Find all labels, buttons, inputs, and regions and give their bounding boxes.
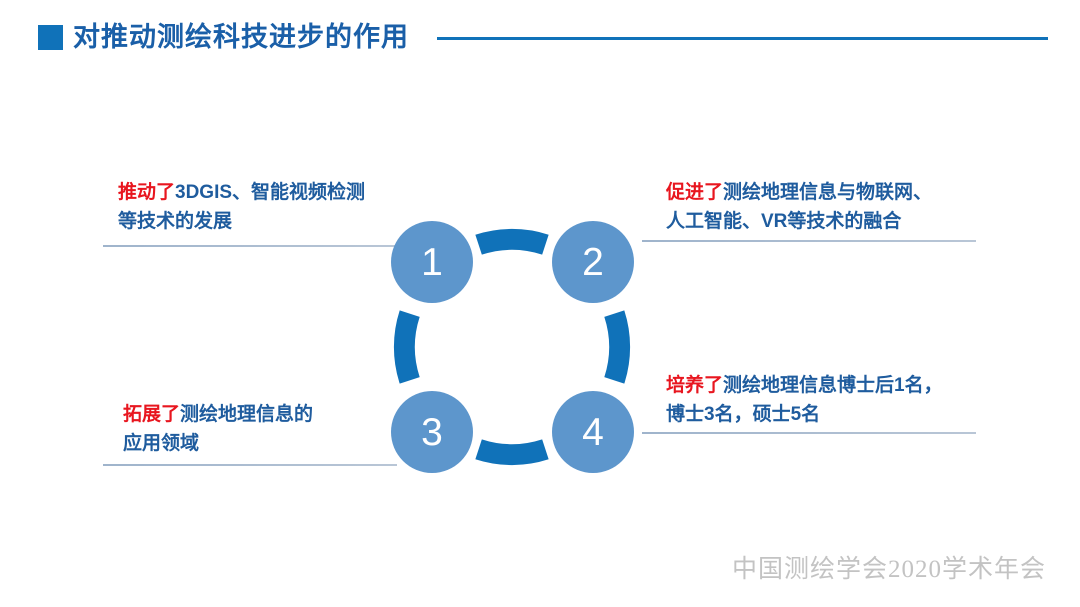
callout-2-line-1: 促进了测绘地理信息与物联网、 (666, 178, 932, 207)
callout-text-3: 拓展了测绘地理信息的 应用领域 (123, 400, 313, 458)
footer-conference-label: 中国测绘学会2020学术年会 (731, 556, 1046, 583)
cycle-ring-diagram: 1 2 3 4 (372, 207, 652, 487)
callout-4-rest: 测绘地理信息博士后1名， (723, 375, 943, 396)
callout-2-rest: 测绘地理信息与物联网、 (723, 182, 933, 203)
callout-4-line-1: 培养了测绘地理信息博士后1名， (666, 371, 943, 400)
callout-3-underline (103, 464, 397, 466)
callout-1-underline (103, 245, 397, 247)
arc-left (393, 310, 420, 384)
callout-3-line-1: 拓展了测绘地理信息的 (123, 400, 313, 429)
header-divider-line (437, 37, 1048, 40)
ring-node-4[interactable]: 4 (552, 391, 634, 473)
callout-3-line-2: 应用领域 (123, 433, 200, 454)
callout-1-rest: 3DGIS、智能视频检测 (175, 182, 366, 203)
callout-4-line-2: 博士3名，硕士5名 (666, 404, 821, 425)
callout-text-2: 促进了测绘地理信息与物联网、 人工智能、VR等技术的融合 (666, 178, 932, 236)
callout-4-underline (642, 432, 976, 434)
arc-bottom (475, 439, 549, 466)
callout-3-lead: 拓展了 (123, 404, 181, 425)
header-square-marker (38, 25, 63, 50)
callout-text-4: 培养了测绘地理信息博士后1名， 博士3名，硕士5名 (666, 371, 943, 429)
ring-arcs-svg (393, 228, 631, 466)
callout-text-1: 推动了3DGIS、智能视频检测 等技术的发展 (118, 178, 365, 236)
callout-2-underline (642, 240, 976, 242)
callout-2-lead: 促进了 (666, 182, 724, 203)
ring-node-3[interactable]: 3 (391, 391, 473, 473)
ring-node-1[interactable]: 1 (391, 221, 473, 303)
callout-1-line-2: 等技术的发展 (118, 211, 233, 232)
page-title: 对推动测绘科技进步的作用 (73, 22, 409, 52)
callout-3-rest: 测绘地理信息的 (180, 404, 314, 425)
callout-1-lead: 推动了 (118, 182, 176, 203)
ring-node-2[interactable]: 2 (552, 221, 634, 303)
callout-2-line-2: 人工智能、VR等技术的融合 (666, 211, 902, 232)
callout-1-line-1: 推动了3DGIS、智能视频检测 (118, 178, 365, 207)
arc-top (475, 228, 549, 255)
arc-right (604, 310, 631, 384)
callout-4-lead: 培养了 (666, 375, 724, 396)
